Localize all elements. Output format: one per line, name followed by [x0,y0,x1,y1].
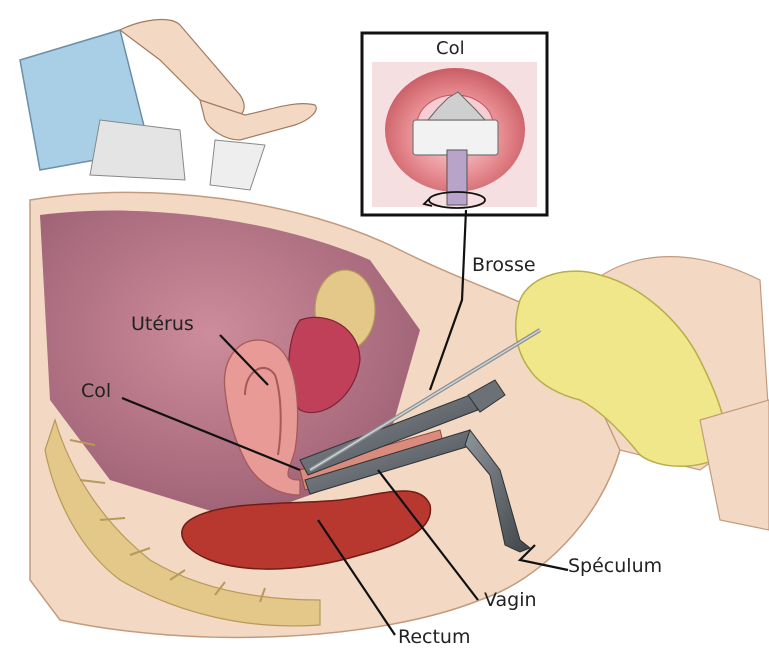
label-speculum: Spéculum [568,555,662,577]
label-col: Col [81,380,111,402]
label-vagin: Vagin [484,589,537,611]
cervix-inset [362,33,547,215]
label-brosse: Brosse [472,254,536,276]
label-col-inset: Col [436,38,465,59]
label-rectum: Rectum [398,626,470,648]
patient-legs [20,20,316,190]
label-uterus: Utérus [131,313,194,335]
